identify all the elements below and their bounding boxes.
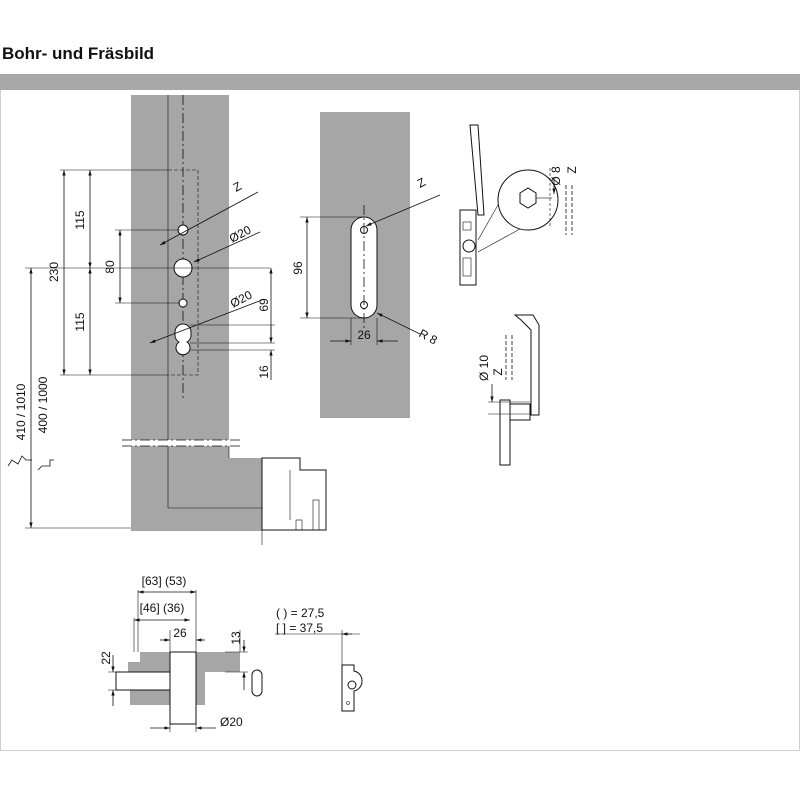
legend-square-brackets: [ ] = 37,5 <box>276 621 323 635</box>
drill-hole-small <box>178 298 188 308</box>
legend-keeper-view: ( ) = 27,5 [ ] = 37,5 <box>275 606 363 712</box>
dim-26-section: 26 <box>173 626 187 640</box>
cylinder-cutout <box>174 323 192 356</box>
dim-o8: Ø 8 <box>549 166 563 186</box>
section-drill <box>169 651 197 725</box>
dim-46-36: [46] (36) <box>140 601 185 615</box>
dim-o10: Ø 10 <box>477 355 491 381</box>
bracket-detail: Ø 10 Z <box>477 314 540 466</box>
dim-26-slot: 26 <box>357 328 371 342</box>
dim-63-53: [63] (53) <box>142 574 187 588</box>
dim-13: 13 <box>229 631 243 645</box>
legend-round-brackets: ( ) = 27,5 <box>276 606 325 620</box>
profile-symbol-1 <box>7 455 32 467</box>
dim-115-upper: 115 <box>73 210 87 229</box>
handle-detail: Ø 8 Z <box>459 124 579 286</box>
dim-z-handle: Z <box>565 166 579 173</box>
dim-o20-cylinder: Ø20 <box>228 287 255 310</box>
dim-o20-handle: Ø20 <box>227 222 254 245</box>
dim-410-1010: 410 / 1010 <box>14 383 28 440</box>
sash-profile-view: 115 230 115 80 69 16 Z Ø20 Ø20 410 / 101… <box>7 95 327 545</box>
dim-230: 230 <box>47 262 61 282</box>
sash-corner <box>229 446 262 531</box>
dim-z-main: Z <box>231 179 244 195</box>
header-bar <box>0 74 800 90</box>
slot-symbol <box>251 669 263 697</box>
lock-case <box>261 457 327 531</box>
section-view: [63] (53) [46] (36) 26 13 22 Ø20 <box>99 574 263 732</box>
dim-400-1000: 400 / 1000 <box>36 376 50 433</box>
handle-lever <box>469 124 485 216</box>
profile-symbol-2 <box>37 459 54 471</box>
dim-z-slot: Z <box>415 175 428 191</box>
dim-16: 16 <box>257 365 271 379</box>
screw-symbol <box>565 185 573 235</box>
bracket-upright <box>513 314 540 416</box>
sash-profile-lower <box>131 446 229 531</box>
frame-slot-view: 96 26 Z R 8 <box>291 112 441 418</box>
dim-22: 22 <box>99 651 113 665</box>
dim-z-bracket: Z <box>491 368 505 375</box>
dim-80: 80 <box>103 260 117 274</box>
dim-96: 96 <box>291 261 305 275</box>
dim-o20-section: Ø20 <box>220 715 243 729</box>
bracket-plate <box>499 399 511 466</box>
dim-r8: R 8 <box>417 326 440 347</box>
dim-115-lower: 115 <box>73 312 87 331</box>
dim-69: 69 <box>257 298 271 312</box>
page-title: Bohr- und Fräsbild <box>2 44 155 63</box>
